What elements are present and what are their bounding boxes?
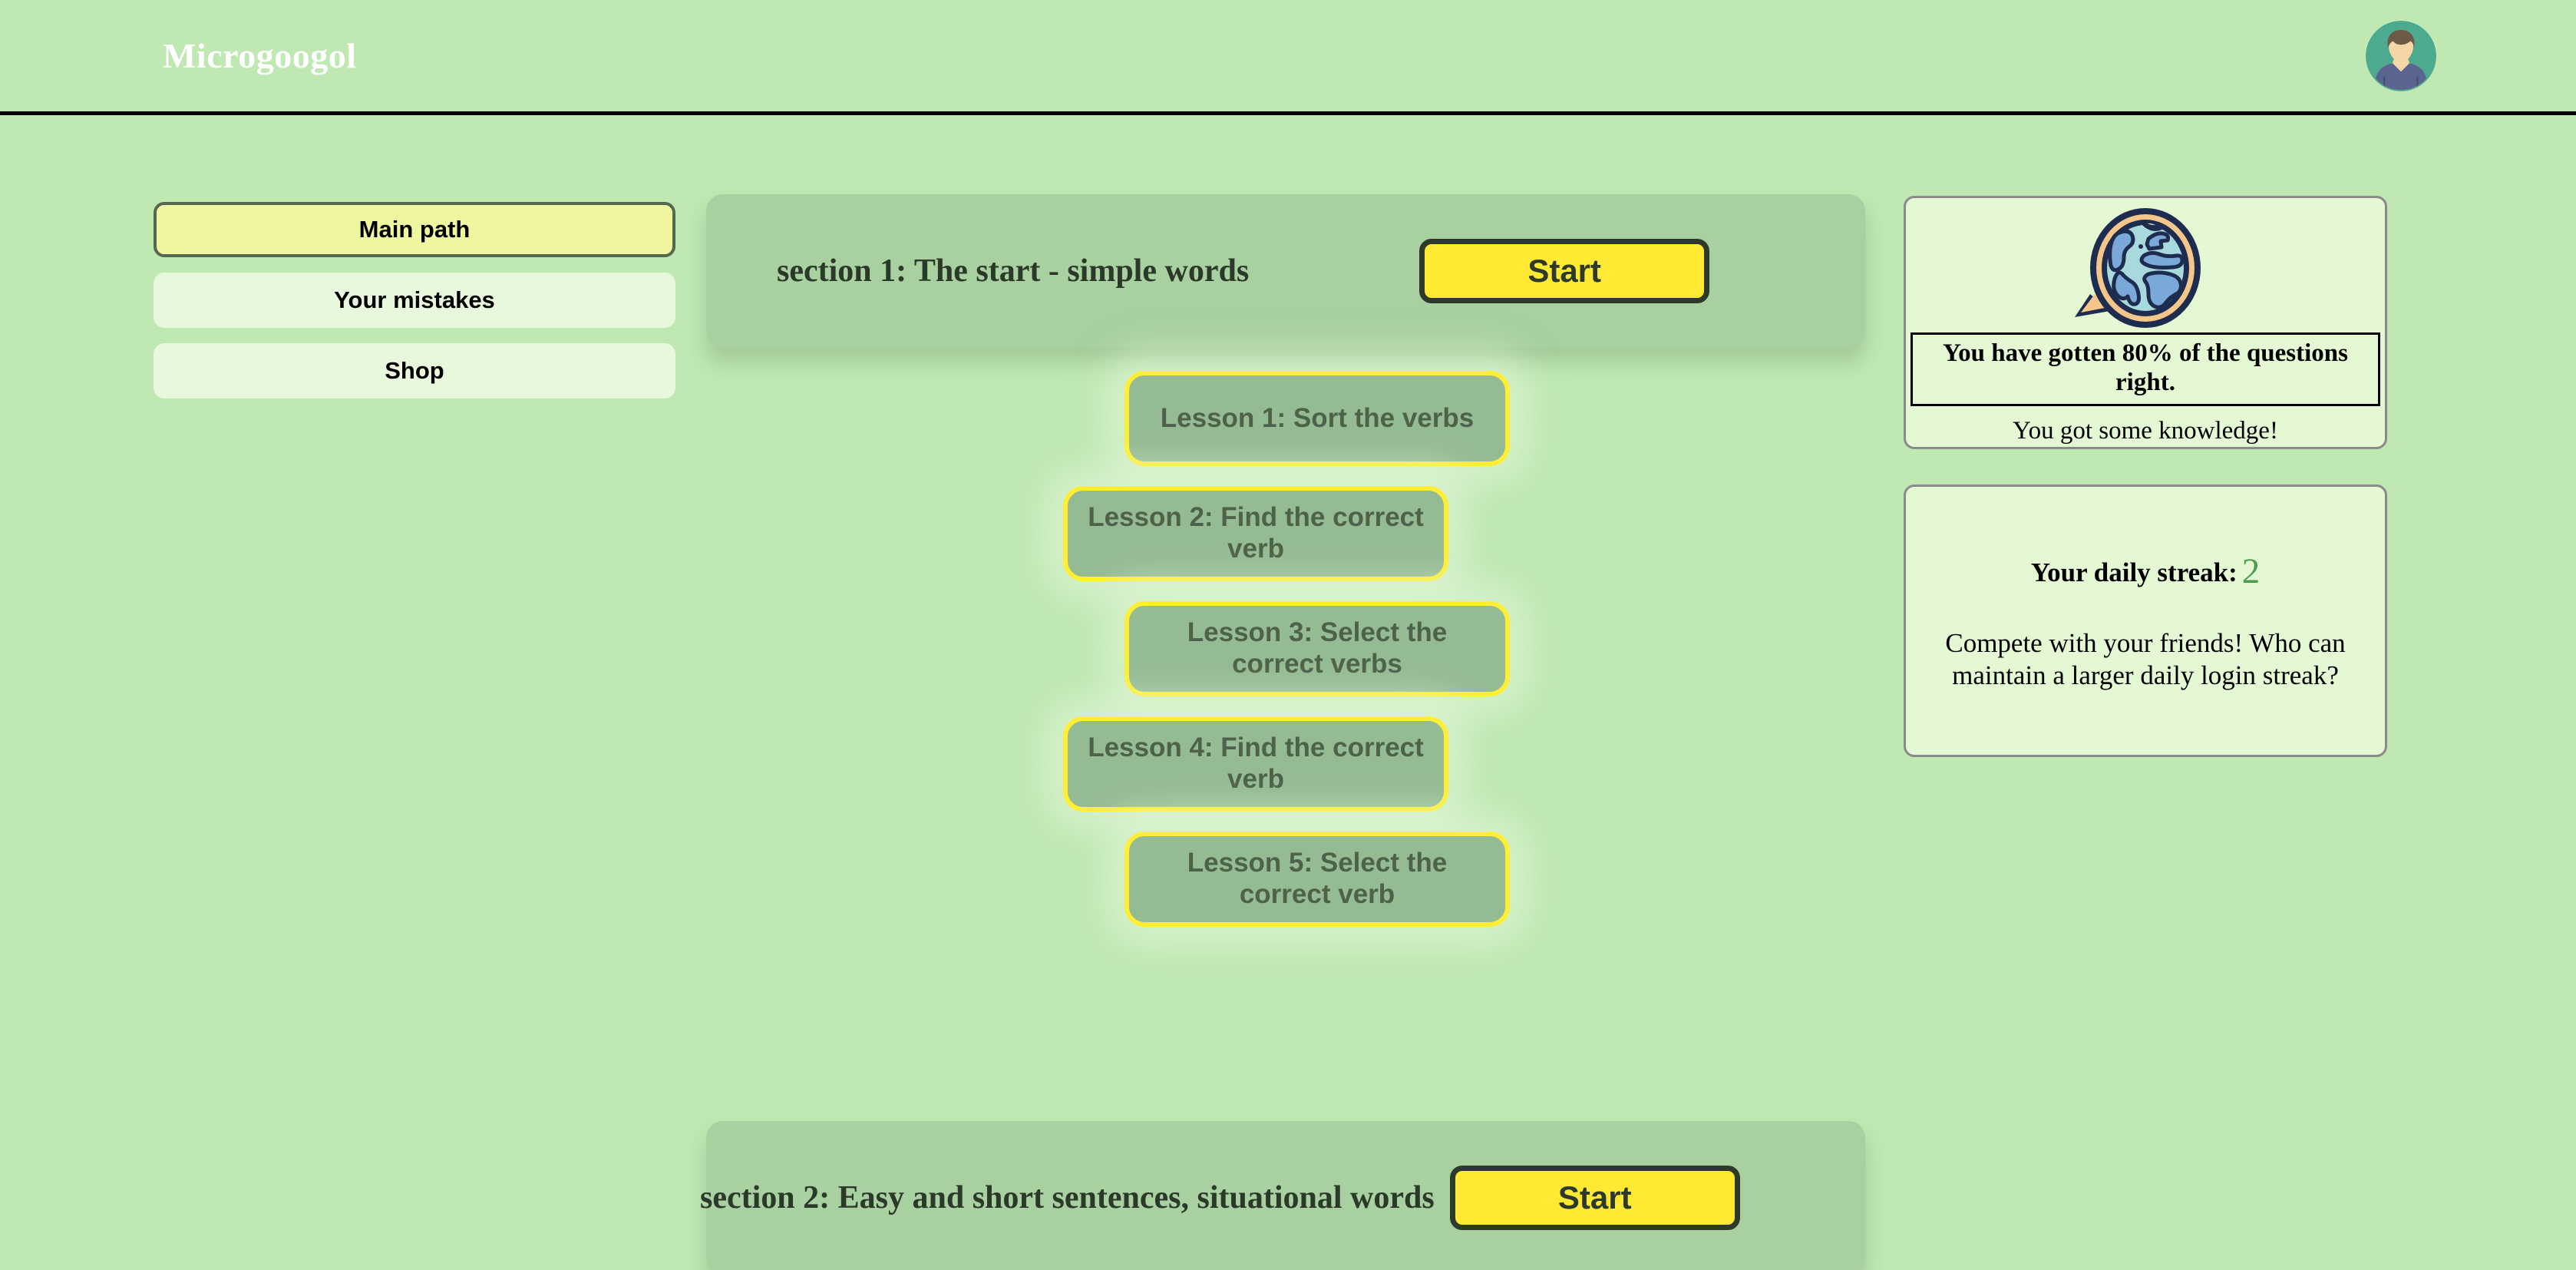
app-header: Microgoogol: [0, 0, 2576, 115]
progress-card: You have gotten 80% of the questions rig…: [1904, 196, 2387, 449]
lesson-button-2[interactable]: Lesson 2: Find the correct verb: [1063, 486, 1448, 581]
lesson-button-1[interactable]: Lesson 1: Sort the verbs: [1125, 371, 1510, 466]
section-2-start-button[interactable]: Start: [1449, 1166, 1740, 1230]
sidebar-item-shop[interactable]: Shop: [154, 343, 675, 399]
streak-value: 2: [2241, 551, 2261, 591]
section-2-wrapper: section 2: Easy and short sentences, sit…: [700, 1121, 1865, 1270]
lesson-button-4[interactable]: Lesson 4: Find the correct verb: [1063, 716, 1448, 812]
streak-card: Your daily streak:2 Compete with your fr…: [1904, 485, 2387, 757]
user-avatar-icon: [2366, 20, 2436, 91]
streak-description: Compete with your friends! Who can maint…: [1945, 627, 2346, 690]
section-card-1: section 1: The start - simple words Star…: [706, 194, 1865, 348]
sidebar-item-main-path[interactable]: Main path: [154, 202, 675, 257]
streak-label: Your daily streak:: [2030, 557, 2237, 587]
page-body: Main path Your mistakes Shop section 1: …: [0, 119, 2576, 1270]
main-content: section 1: The start - simple words Star…: [706, 194, 1865, 1000]
progress-headline: You have gotten 80% of the questions rig…: [1911, 332, 2380, 406]
lesson-path: Lesson 1: Sort the verbs Lesson 2: Find …: [706, 371, 1865, 1000]
streak-line: Your daily streak:2: [2031, 551, 2261, 592]
app-brand-title: Microgoogol: [163, 35, 357, 75]
avatar[interactable]: [2366, 20, 2436, 91]
section-2-title: section 2: Easy and short sentences, sit…: [700, 1180, 1435, 1215]
progress-subtext: You got some knowledge!: [2013, 416, 2278, 445]
globe-illustration: [1906, 198, 2385, 332]
right-rail: You have gotten 80% of the questions rig…: [1904, 196, 2387, 757]
section-1-start-button[interactable]: Start: [1419, 239, 1710, 303]
lesson-button-5[interactable]: Lesson 5: Select the correct verb: [1125, 832, 1510, 927]
section-card-2: section 2: Easy and short sentences, sit…: [700, 1121, 1865, 1270]
sidebar-nav: Main path Your mistakes Shop: [154, 202, 675, 414]
sidebar-item-your-mistakes[interactable]: Your mistakes: [154, 273, 675, 328]
globe-speech-bubble-icon: [2075, 207, 2201, 328]
section-1-title: section 1: The start - simple words: [777, 253, 1250, 289]
lesson-button-3[interactable]: Lesson 3: Select the correct verbs: [1125, 601, 1510, 696]
